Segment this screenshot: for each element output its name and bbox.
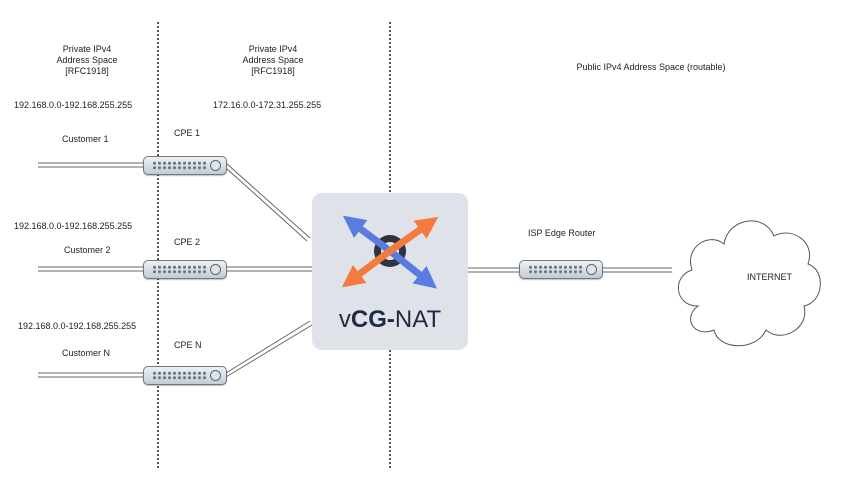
zone-divider-left bbox=[157, 22, 159, 468]
cg-nat-node: vCG-NAT bbox=[312, 193, 468, 350]
arrow-blue-up-left bbox=[342, 215, 393, 254]
customer-1-range: 192.168.0.0-192.168.255.255 bbox=[14, 100, 133, 110]
customer-2-range: 192.168.0.0-192.168.255.255 bbox=[14, 221, 133, 231]
customer-1-wire bbox=[38, 162, 145, 168]
arrow-orange-down-left bbox=[341, 248, 393, 288]
customer-n-label: Customer N bbox=[62, 348, 111, 358]
left-zone-header: Private IPv4 Address Space [RFC1918] bbox=[56, 44, 118, 76]
cpe-2-device bbox=[143, 260, 227, 279]
middle-zone-range: 172.16.0.0-172.31.255.255 bbox=[213, 100, 322, 110]
cpe-n-label: CPE N bbox=[174, 340, 202, 350]
customer-1-label: Customer 1 bbox=[62, 134, 109, 144]
customer-2-wire bbox=[38, 266, 145, 272]
edge-router-label: ISP Edge Router bbox=[528, 228, 596, 238]
cpe-2-uplink bbox=[226, 266, 312, 272]
customer-n-wire bbox=[38, 372, 145, 378]
edge-to-internet-wire bbox=[601, 267, 672, 273]
cpe-1-device bbox=[143, 156, 227, 175]
internet-label: INTERNET bbox=[747, 272, 792, 282]
cpe-n-device bbox=[143, 366, 227, 385]
cg-nat-icon bbox=[341, 215, 439, 289]
customer-2-label: Customer 2 bbox=[64, 245, 111, 255]
nat-to-edge-wire bbox=[468, 267, 522, 273]
cpe-2-label: CPE 2 bbox=[174, 237, 201, 247]
cpe-1-label: CPE 1 bbox=[174, 128, 201, 138]
right-zone-header: Public IPv4 Address Space (routable) bbox=[576, 62, 726, 72]
arrow-orange-up-right bbox=[387, 216, 439, 254]
customer-n-range: 192.168.0.0-192.168.255.255 bbox=[18, 321, 137, 331]
middle-zone-header: Private IPv4 Address Space [RFC1918] bbox=[242, 44, 304, 76]
edge-router-device bbox=[519, 260, 603, 279]
arrow-blue-down-right bbox=[387, 248, 437, 289]
cg-nat-title: vCG-NAT bbox=[338, 306, 442, 333]
internet-cloud-icon bbox=[677, 220, 821, 347]
cpe-1-uplink bbox=[225, 162, 311, 242]
cpe-n-uplink bbox=[225, 320, 313, 378]
